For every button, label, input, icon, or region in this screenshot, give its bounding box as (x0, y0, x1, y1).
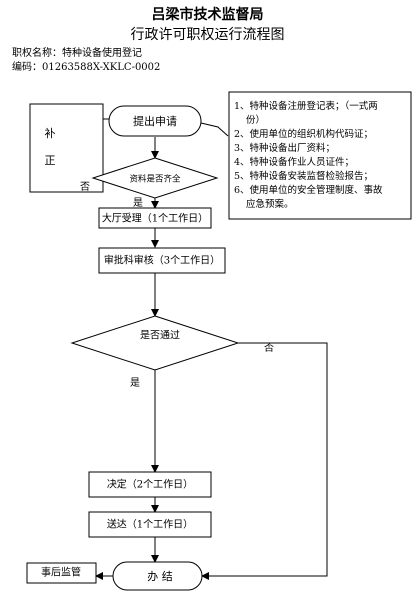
flowchart-title: 行政许可职权运行流程图 (130, 27, 285, 43)
deliver-label: 送达（1个工作日） (107, 518, 193, 531)
finish-node (112, 561, 203, 591)
deliver-node (88, 511, 212, 538)
requirement-line: 份） (246, 114, 265, 126)
supplement-node (29, 103, 104, 193)
requirement-line: 应急预案。 (246, 198, 294, 210)
hall-node (98, 207, 212, 229)
edge-label-yes-1: 是 (133, 197, 143, 209)
decide-node (88, 471, 212, 498)
supplement-label-2: 正 (45, 154, 56, 167)
requirement-line: 1、特种设备注册登记表；（一式两 (234, 100, 378, 112)
check-label: 资料是否齐全 (129, 174, 181, 185)
bracket-link-requirements (200, 122, 229, 137)
authority-code: 编码：01263588X-XKLC-0002 (12, 62, 161, 73)
pass-decision (70, 315, 240, 371)
arrow-pass-no-to-finish (201, 342, 328, 580)
edge-label-no-1: 否 (80, 181, 90, 193)
requirement-line: 5、特种设备安装监督检验报告； (234, 170, 373, 182)
start-node (108, 105, 202, 137)
supervise-node (26, 562, 97, 584)
org-title: 吕梁市技术监督局 (151, 7, 264, 23)
review-label: 审批科审核（3个工作日） (104, 254, 220, 267)
requirement-line: 3、特种设备出厂资料； (234, 142, 335, 154)
supervise-label: 事后监管 (41, 566, 81, 579)
decide-label: 决定（2个工作日） (107, 478, 193, 491)
requirements-box (228, 91, 412, 220)
finish-label: 办 结 (147, 570, 173, 583)
start-label: 提出申请 (133, 114, 177, 128)
check-decision (91, 157, 219, 199)
review-node (98, 247, 226, 274)
requirement-line: 4、特种设备作业人员证件； (234, 156, 354, 168)
hall-label: 大厅受理（1个工作日） (102, 212, 208, 225)
edge-label-no-2: 否 (264, 342, 274, 354)
supplement-label-1: 补 (45, 127, 56, 140)
authority-name: 职权名称：特种设备使用登记 (12, 48, 142, 59)
requirement-line: 2、使用单位的组织机构代码证； (234, 128, 373, 140)
edge-label-yes-2: 是 (130, 377, 140, 389)
requirement-line: 6、使用单位的安全管理制度、事故 (234, 184, 383, 196)
pass-label: 是否通过 (140, 329, 180, 342)
